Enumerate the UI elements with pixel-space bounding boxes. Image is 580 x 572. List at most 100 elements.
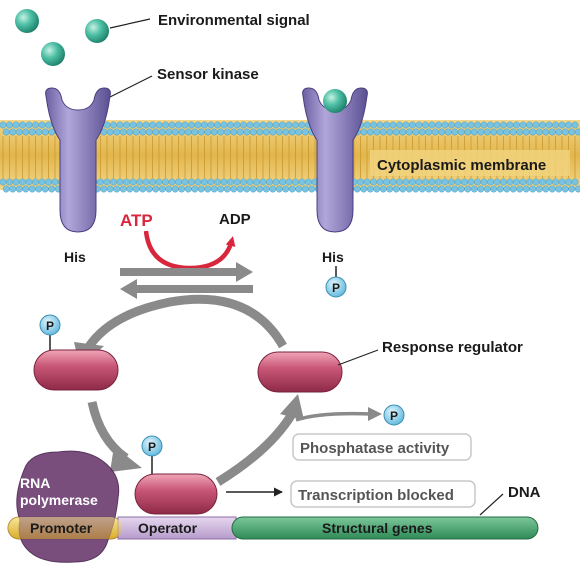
lipid-head [262, 185, 270, 193]
lipid-head [15, 185, 23, 193]
lipid-head [519, 121, 527, 129]
lipid-head [535, 185, 543, 193]
lipid-head [97, 178, 104, 186]
lipid-head [513, 121, 520, 129]
lipid-head [500, 178, 507, 186]
dna-leader-line [479, 493, 504, 516]
lipid-head [399, 128, 407, 136]
lipid-head [392, 128, 400, 136]
sensor-kinase-label: Sensor kinase [157, 66, 259, 83]
lipid-head [223, 128, 231, 136]
regulator-protein [257, 351, 343, 393]
lipid-head [233, 121, 241, 129]
environmental-signal-molecules [15, 9, 109, 66]
lipid-head [506, 121, 514, 129]
lipid-head [389, 121, 397, 129]
lipid-head [100, 185, 108, 193]
lipid-head [409, 121, 416, 129]
lipid-head [178, 185, 186, 193]
arrow-right [120, 262, 253, 282]
lipid-head [188, 121, 195, 129]
lipid-head [409, 178, 416, 186]
lipid-head [201, 178, 208, 186]
lipid-head [513, 178, 520, 186]
lipid-head [279, 121, 286, 129]
lipid-head [275, 128, 283, 136]
lipid-head [45, 121, 52, 129]
phosphatase-release-arrow [295, 411, 373, 422]
lipid-head [207, 121, 215, 129]
lipid-head [38, 121, 46, 129]
sensor-kinase-active [302, 87, 368, 233]
lipid-head [370, 121, 377, 129]
lipid-head [363, 178, 371, 186]
lipid-head [236, 185, 244, 193]
atp-adp-arrow [143, 230, 236, 271]
lipid-head [282, 185, 290, 193]
lipid-head [41, 128, 49, 136]
lipid-head [110, 178, 117, 186]
lipid-head [431, 128, 439, 136]
lipid-head [305, 178, 312, 186]
lipid-head [441, 121, 449, 129]
arrow-left [120, 279, 253, 299]
lipid-head [526, 121, 533, 129]
lipid-head [201, 121, 208, 129]
lipid-head [558, 121, 566, 129]
lipid-head [516, 185, 524, 193]
lipid-head [45, 178, 52, 186]
lipid-head [402, 121, 410, 129]
lipid-head [519, 178, 527, 186]
lipid-head [106, 185, 114, 193]
lipid-head [428, 121, 436, 129]
lipid-head [2, 128, 10, 136]
transcription-blocked-label: Transcription blocked [298, 487, 454, 504]
lipid-head [360, 128, 368, 136]
lipid-head [487, 121, 494, 129]
lipid-head [19, 178, 26, 186]
lipid-head [370, 178, 377, 186]
lipid-head [285, 178, 293, 186]
lipid-head [181, 178, 189, 186]
lipid-head [253, 121, 260, 129]
response-regulator-phosphorylated-left: P [33, 314, 119, 391]
lipid-head [448, 178, 455, 186]
lipid-head [480, 178, 488, 186]
lipid-head [379, 185, 387, 193]
lipid-head [272, 178, 280, 186]
membrane-label-bg [370, 150, 570, 176]
lipid-head [116, 121, 124, 129]
lipid-head [145, 128, 153, 136]
lipid-head [399, 185, 407, 193]
lipid-head [207, 178, 215, 186]
lipid-head [422, 178, 429, 186]
lipid-head [435, 121, 442, 129]
cycle-arrow-top [84, 294, 287, 351]
lipid-head [249, 185, 257, 193]
rna-polymerase-label-2: polymerase [20, 492, 98, 508]
lipid-head [210, 128, 218, 136]
his-left-label: His [64, 249, 86, 265]
lipid-head [444, 185, 452, 193]
lipid-head [126, 128, 134, 136]
lipid-head [220, 178, 228, 186]
kinase-protein [45, 87, 111, 233]
lipid-head [454, 121, 462, 129]
lipid-head [2, 185, 10, 193]
lipid-head [162, 178, 169, 186]
kinase-protein [302, 87, 368, 233]
lipid-head [396, 121, 403, 129]
lipid-head [461, 178, 468, 186]
lipid-head [171, 185, 179, 193]
lipid-head [269, 185, 277, 193]
lipid-head [197, 185, 205, 193]
cycle-arrow-left-head [110, 446, 142, 472]
phosphotransfer-arrows [120, 262, 253, 299]
lipid-head [418, 185, 426, 193]
lipid-head [113, 128, 121, 136]
lipid-head [158, 185, 166, 193]
lipid-head [422, 121, 429, 129]
lipid-head [158, 128, 166, 136]
lipid-head [15, 128, 23, 136]
phosphatase-release-head [368, 407, 382, 421]
